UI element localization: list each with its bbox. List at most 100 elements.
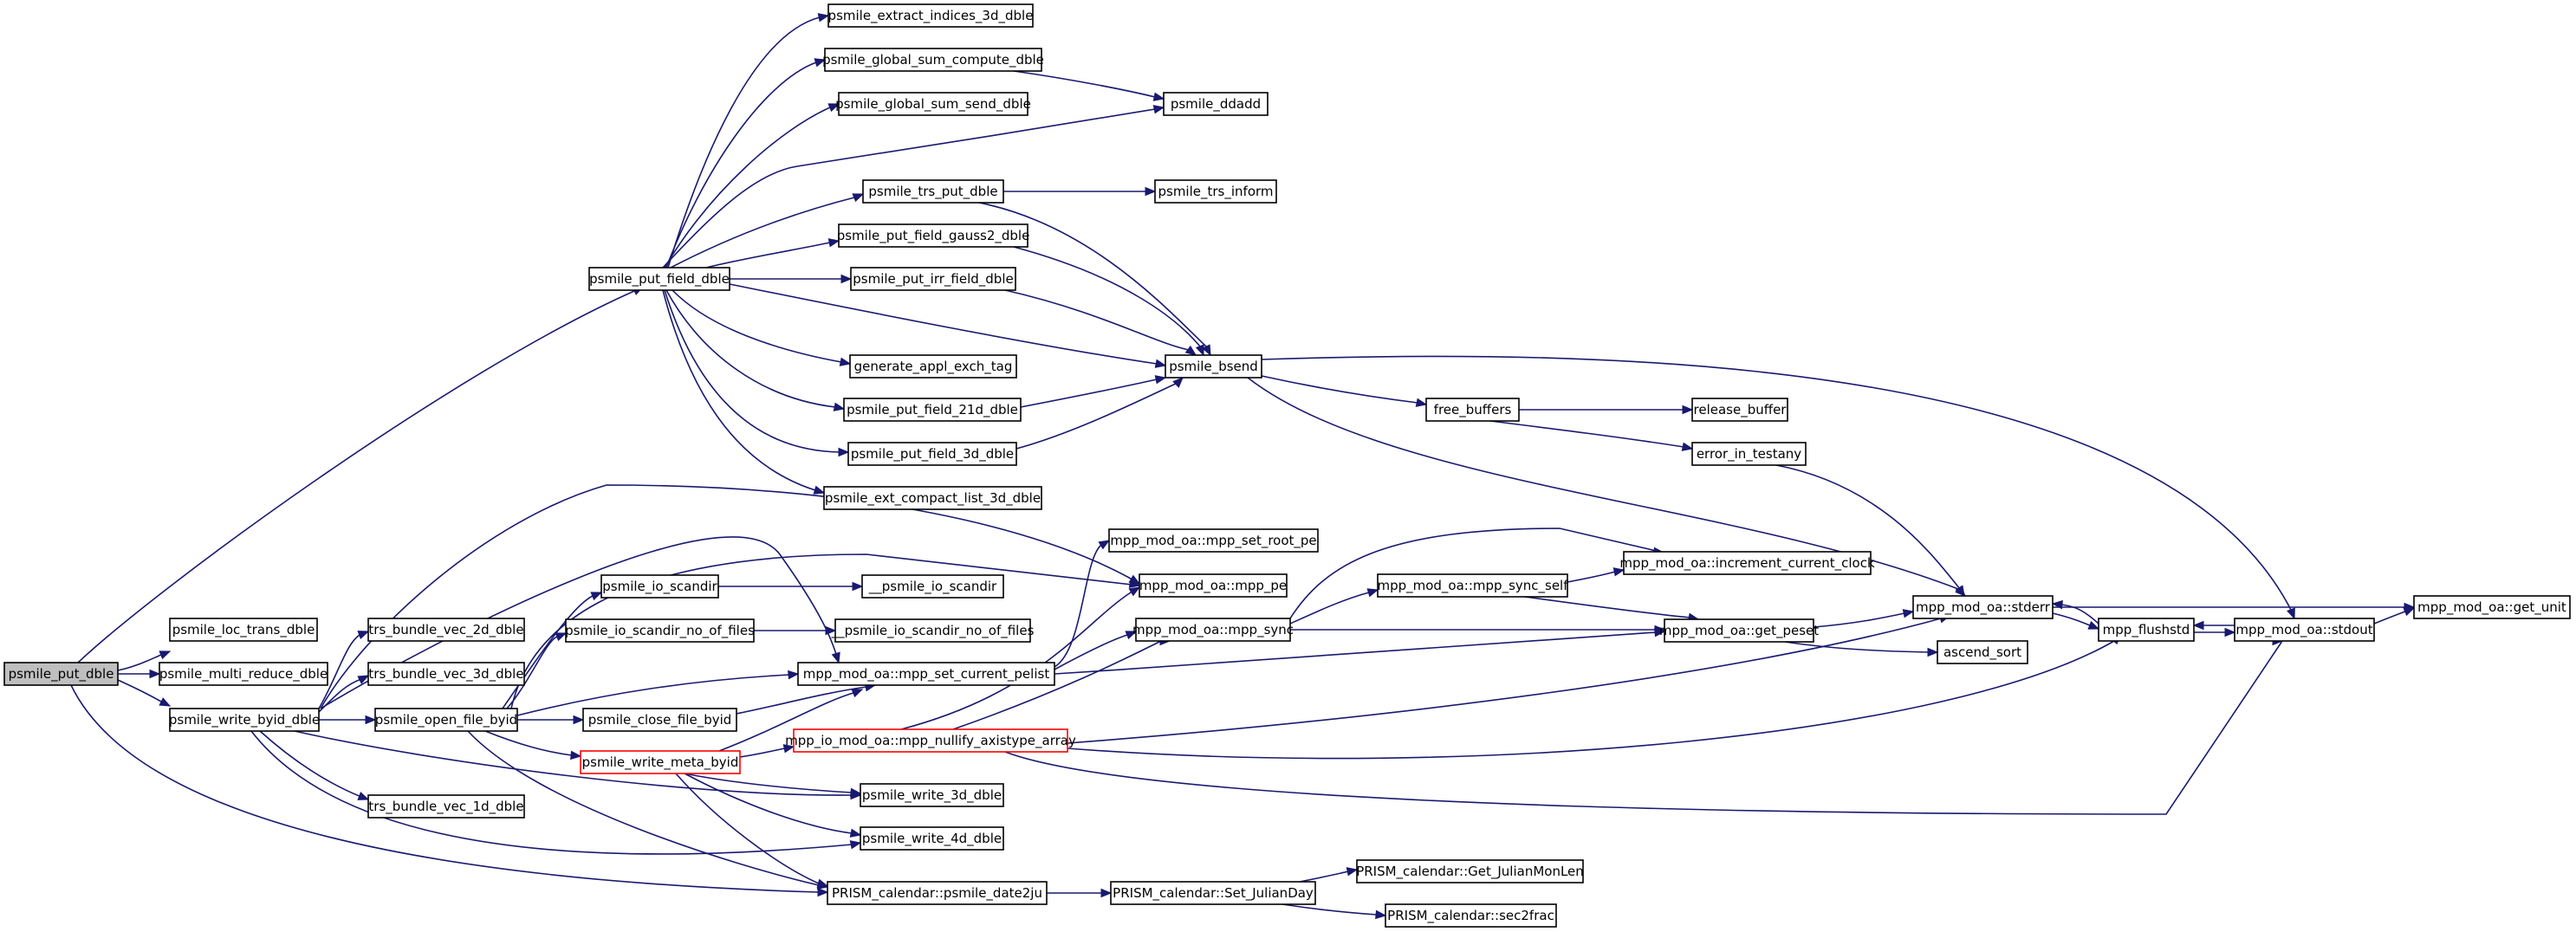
node-psmile-multi-reduce-dble[interactable]: psmile_multi_reduce_dble [159,662,328,686]
edge-line [1289,527,1664,619]
edge-psmile-write-byid-dble-to-psmile-write-3d-dble [294,730,862,800]
node-prism-calendar-set-julianday[interactable]: PRISM_calendar::Set_JulianDay [1110,881,1316,905]
edge-psmile-trs-put-dble-to-psmile-bsend [978,202,1211,357]
node-psmile-put-field-dble[interactable]: psmile_put_field_dble [588,267,730,291]
arrowhead-icon [813,485,826,495]
edge-line [1524,596,1699,620]
edge-psmile-write-byid-dble-to-trs-bundle-vec-2d-dble [318,631,370,709]
node-psmile-global-sum-send-dble[interactable]: psmile_global_sum_send_dble [835,92,1031,116]
node-psmile-trs-inform[interactable]: psmile_trs_inform [1154,179,1277,204]
node-ascend-sort[interactable]: ascend_sort [1937,640,2028,664]
node-psmile-ext-compact-list-3d-dble[interactable]: psmile_ext_compact_list_3d_dble [823,486,1042,510]
node-box [169,708,320,732]
node-psmile-write-4d-dble[interactable]: psmile_write_4d_dble [860,826,1004,851]
node-box [1154,179,1277,204]
edge-psmile-write-byid-dble-to-psmile-write-4d-dble [250,730,862,855]
node-psmile-io-scandir-no-of-files[interactable]: __psmile_io_scandir_no_of_files [831,618,1035,643]
node-label: psmile_global_sum_compute_dble [822,52,1044,68]
node-label: PRISM_calendar::psmile_date2ju [832,885,1042,902]
node-psmile-bsend[interactable]: psmile_bsend [1165,354,1262,379]
node-mpp-mod-oa-stderr[interactable]: mpp_mod_oa::stderr [1912,595,2054,619]
node-psmile-trs-put-dble[interactable]: psmile_trs_put_dble [862,179,1004,204]
node-psmile-put-field-21d-dble[interactable]: psmile_put_field_21d_dble [843,398,1022,422]
node-psmile-open-file-byid[interactable]: psmile_open_file_byid [374,708,518,732]
node-psmile-write-byid-dble[interactable]: psmile_write_byid_dble [169,708,320,732]
node-psmile-write-meta-byid[interactable]: psmile_write_meta_byid [580,750,741,774]
arrowhead-icon [827,103,840,113]
arrowhead-icon [159,697,172,707]
node-error-in-testany[interactable]: error_in_testany [1691,442,1807,466]
node-mpp-flushstd[interactable]: mpp_flushstd [2098,618,2195,642]
node-psmile-global-sum-compute-dble[interactable]: psmile_global_sum_compute_dble [822,48,1044,72]
edge-mpp-mod-oa-mpp-sync-self-to-mpp-mod-oa-increment-current-clock [1567,567,1625,583]
node-mpp-mod-oa-get-unit[interactable]: mpp_mod_oa::get_unit [2413,595,2571,619]
node-mpp-mod-oa-stdout[interactable]: mpp_mod_oa::stdout [2234,618,2375,642]
arrowhead-icon [814,58,827,68]
node-psmile-write-3d-dble[interactable]: psmile_write_3d_dble [860,783,1004,807]
edge-line [506,632,567,709]
arrowhead-icon [833,402,846,411]
edge-prism-calendar-set-julianday-to-prism-calendar-get-julianmonlen [1299,867,1359,883]
node-prism-calendar-get-julianmonlen[interactable]: PRISM_calendar::Get_JulianMonLen [1356,859,1584,883]
edge-psmile-trs-put-dble-to-psmile-trs-inform [1003,186,1157,197]
node-generate-appl-exch-tag[interactable]: generate_appl_exch_tag [849,354,1017,379]
node-box [1691,398,1788,422]
node-psmile-loc-trans-dble[interactable]: psmile_loc_trans_dble [169,618,318,642]
node-psmile-put-irr-field-dble[interactable]: psmile_put_irr_field_dble [850,267,1016,291]
node-psmile-put-field-gauss2-dble[interactable]: psmile_put_field_gauss2_dble [837,223,1030,248]
edge-psmile-close-file-byid-to-mpp-mod-oa-mpp-set-current-pelist [736,683,877,715]
node-label: mpp_mod_oa::stdout [2235,622,2372,638]
edge-psmile-put-field-dble-to-psmile-trs-put-dble [670,193,865,269]
node-label: mpp_mod_oa::increment_current_clock [1619,555,1875,572]
node-release-buffer[interactable]: release_buffer [1691,398,1788,422]
edge-line [1015,377,1184,450]
arrowhead-icon [849,828,862,838]
edge-line [1784,641,1937,653]
node-mpp-mod-oa-mpp-pe[interactable]: mpp_mod_oa::mpp_pe [1139,573,1288,598]
edge-psmile-write-meta-byid-to-psmile-write-4d-dble [684,773,862,838]
node-psmile-close-file-byid[interactable]: psmile_close_file_byid [582,708,737,732]
edge-psmile-bsend-to-free-buffers [1261,375,1428,407]
arrowhead-icon [1152,92,1165,101]
node-mpp-io-mod-oa-mpp-nullify-axistype-array[interactable]: mpp_io_mod_oa::mpp_nullify_axistype_arra… [785,728,1076,753]
node-label: psmile_io_scandir_no_of_files [565,623,755,639]
node-trs-bundle-vec-3d-dble[interactable]: trs_bundle_vec_3d_dble [367,662,525,686]
edge-line [1067,633,2121,760]
node-label: free_buffers [1434,402,1512,418]
arrowhead-icon [2087,620,2100,630]
node-trs-bundle-vec-2d-dble[interactable]: trs_bundle_vec_2d_dble [367,618,525,642]
node-psmile-io-scandir[interactable]: __psmile_io_scandir [861,574,1004,599]
node-label: psmile_ext_compact_list_3d_dble [825,490,1041,507]
arrowhead-icon [1154,375,1167,385]
arrowhead-icon [1682,405,1694,415]
node-mpp-mod-oa-increment-current-clock[interactable]: mpp_mod_oa::increment_current_clock [1619,551,1875,575]
node-prism-calendar-psmile-date2ju[interactable]: PRISM_calendar::psmile_date2ju [827,881,1048,905]
node-mpp-mod-oa-mpp-set-current-pelist[interactable]: mpp_mod_oa::mpp_set_current_pelist [797,662,1055,686]
arrowhead-icon [850,787,862,798]
arrowhead-icon [831,651,840,664]
edge-psmile-put-irr-field-dble-to-psmile-bsend [1004,289,1197,356]
node-label: psmile_io_scandir [602,579,717,595]
node-trs-bundle-vec-1d-dble[interactable]: trs_bundle_vec_1d_dble [367,794,525,819]
node-mpp-mod-oa-mpp-sync[interactable]: mpp_mod_oa::mpp_sync [1132,618,1294,642]
node-label: mpp_mod_oa::get_unit [2417,599,2566,616]
node-box [582,708,737,732]
node-psmile-ddadd[interactable]: psmile_ddadd [1163,92,1269,116]
edge-psmile-put-dble-to-psmile-multi-reduce-dble [118,669,161,679]
node-psmile-put-field-3d-dble[interactable]: psmile_put_field_3d_dble [847,442,1017,466]
edge-psmile-write-meta-byid-to-prism-calendar-psmile-date2ju [675,773,829,888]
node-psmile-io-scandir[interactable]: psmile_io_scandir [600,574,719,599]
node-free-buffers[interactable]: free_buffers [1425,398,1520,422]
edge-mpp-mod-oa-mpp-sync-to-mpp-mod-oa-get-peset [1289,625,1666,635]
edge-psmile-put-field-dble-to-psmile-ext-compact-list-3d-dble [662,289,826,495]
node-mpp-mod-oa-get-peset[interactable]: mpp_mod_oa::get_peset [1659,618,1819,643]
arrowhead-icon [817,13,830,23]
node-mpp-mod-oa-mpp-set-root-pe[interactable]: mpp_mod_oa::mpp_set_root_pe [1108,528,1319,553]
node-label: __psmile_io_scandir_no_of_files [831,623,1035,639]
node-psmile-extract-indices-3d-dble[interactable]: psmile_extract_indices_3d_dble [827,3,1034,28]
node-mpp-mod-oa-mpp-sync-self[interactable]: mpp_mod_oa::mpp_sync_self [1377,573,1568,598]
node-label: psmile_write_3d_dble [862,787,1002,804]
node-prism-calendar-sec2frac[interactable]: PRISM_calendar::sec2frac [1385,903,1557,928]
node-psmile-io-scandir-no-of-files[interactable]: psmile_io_scandir_no_of_files [565,618,755,643]
